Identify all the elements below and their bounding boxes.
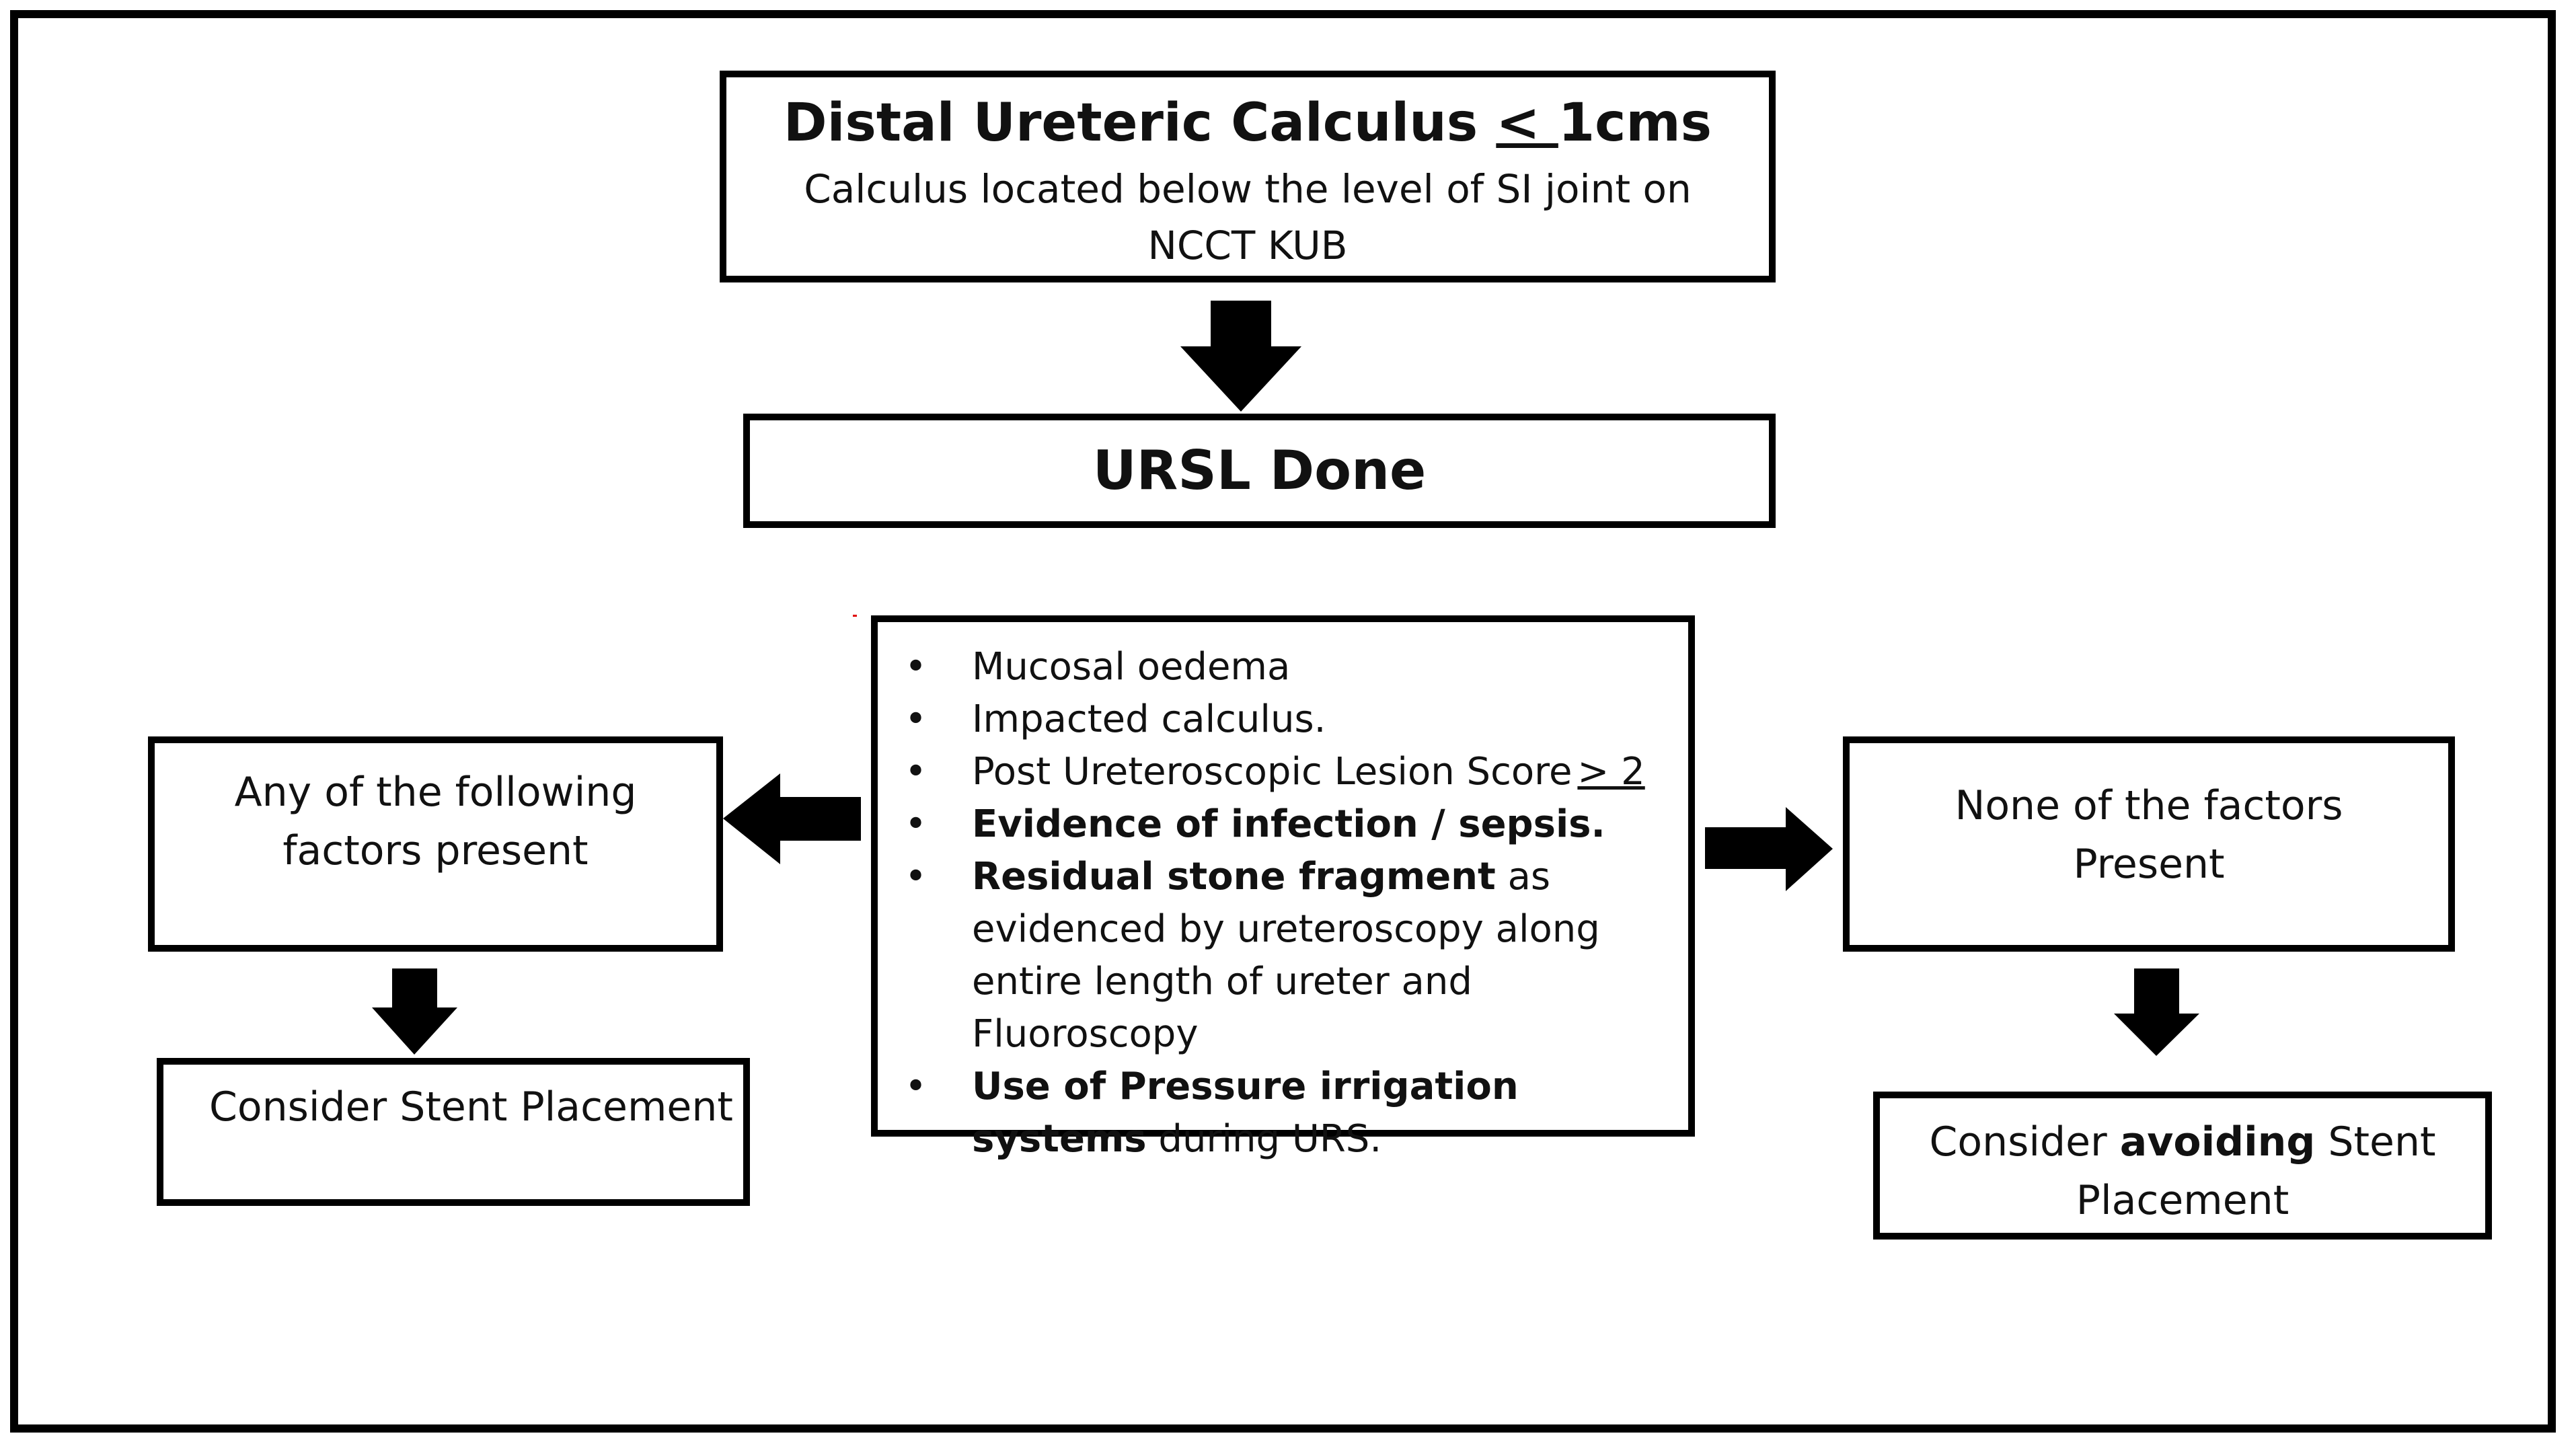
factor-item: •Residual stone fragment as evidenced by…	[878, 851, 1688, 1061]
arrow-right-to-no-factors	[1705, 807, 1833, 891]
box-factors-list: •Mucosal oedema •Impacted calculus. •Pos…	[871, 615, 1695, 1161]
box-distal-ureteric-calculus: Distal Ureteric Calculus < 1cms Calculus…	[720, 71, 1776, 282]
bullet-icon: •	[905, 697, 927, 741]
factor-item: •Impacted calculus.	[878, 693, 1688, 746]
avoiding-emphasis: avoiding	[2119, 1118, 2316, 1166]
box-ursl-done: URSL Done	[743, 414, 1776, 528]
box-factors-present: Any of the following factors present	[148, 736, 723, 952]
bullet-icon: •	[905, 802, 927, 846]
diagram-frame	[10, 10, 2556, 1433]
factor-item: •Use of Pressure irrigation systems duri…	[878, 1061, 1688, 1166]
calculus-size-relation: <	[1496, 93, 1558, 153]
bullet-icon: •	[905, 645, 927, 689]
calculus-location-text: Calculus located below the level of SI j…	[804, 165, 1692, 268]
ursl-done-label: URSL Done	[1092, 439, 1427, 502]
factor-item: •Evidence of infection / sepsis.	[878, 798, 1688, 851]
arrow-down-to-avoid-stent	[2114, 968, 2199, 1056]
bullet-icon: •	[905, 855, 927, 899]
factor-item: •Post Ureteroscopic Lesion Score> 2	[878, 746, 1688, 798]
box-consider-stent: Consider Stent Placement	[157, 1058, 750, 1206]
factor-item: •Mucosal oedema	[878, 641, 1688, 693]
stray-red-mark	[853, 615, 857, 617]
consider-stent-text: Consider Stent Placement	[209, 1083, 733, 1131]
arrow-down-to-consider-stent	[372, 968, 457, 1055]
calculus-title: Distal Ureteric Calculus < 1cms	[726, 92, 1769, 155]
calculus-title-text: Distal Ureteric Calculus	[783, 93, 1478, 153]
arrow-down-to-ursl	[1180, 301, 1301, 412]
calculus-size-value: 1cms	[1558, 93, 1712, 153]
bullet-icon: •	[905, 1065, 927, 1108]
box-no-factors: None of the factors Present	[1843, 736, 2455, 952]
avoid-stent-text: Consider avoiding Stent Placement	[1929, 1118, 2436, 1224]
box-avoid-stent: Consider avoiding Stent Placement	[1873, 1092, 2492, 1240]
bullet-icon: •	[905, 750, 927, 794]
no-factors-text: None of the factors Present	[1955, 782, 2343, 888]
factors-present-text: Any of the following factors present	[234, 769, 637, 874]
lesion-score-threshold: > 2	[1577, 750, 1645, 794]
arrow-left-to-factors-present	[723, 773, 861, 864]
factors-list: •Mucosal oedema •Impacted calculus. •Pos…	[878, 641, 1688, 1166]
